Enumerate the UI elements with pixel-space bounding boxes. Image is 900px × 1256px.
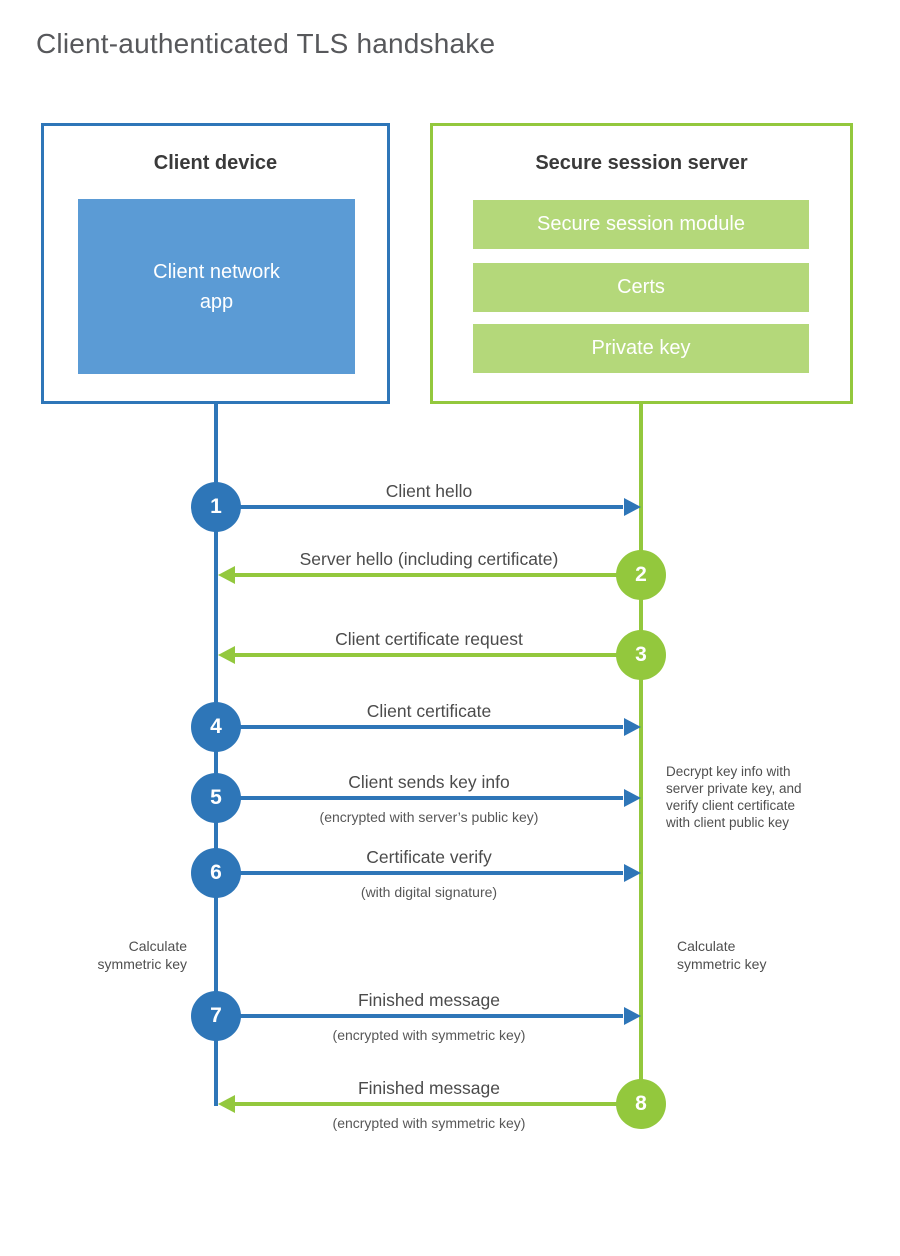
message-arrow-line (216, 725, 623, 729)
server-calculate-key-note: Calculate symmetric key (677, 938, 767, 972)
message-sublabel: (encrypted with symmetric key) (332, 1027, 526, 1043)
arrowhead-icon (624, 718, 641, 736)
secure-session-module-bar: Secure session module (473, 200, 809, 249)
message-label: Client certificate (366, 701, 492, 721)
client-lifeline (214, 404, 218, 1106)
message-sublabel: (with digital signature) (360, 884, 498, 900)
step-circle: 3 (616, 630, 666, 680)
message-arrow-line (216, 505, 623, 509)
message-arrow-line (216, 1014, 623, 1018)
step-circle: 1 (191, 482, 241, 532)
server-lifeline (639, 404, 643, 1104)
arrowhead-icon (624, 864, 641, 882)
message-sublabel: (encrypted with symmetric key) (332, 1115, 526, 1131)
message-arrow-line (216, 796, 623, 800)
arrowhead-icon (624, 498, 641, 516)
client-calculate-key-note: Calculate symmetric key (97, 938, 187, 972)
message-arrow-line (216, 871, 623, 875)
step-circle: 6 (191, 848, 241, 898)
message-label: Client sends key info (348, 772, 510, 792)
step-circle: 5 (191, 773, 241, 823)
certs-bar: Certs (473, 263, 809, 312)
client-network-app-module: Client network app (78, 199, 355, 374)
message-sublabel: (encrypted with server’s public key) (319, 809, 539, 825)
secure-session-server-title: Secure session server (535, 152, 748, 174)
arrowhead-icon (624, 789, 641, 807)
arrowhead-icon (218, 566, 235, 584)
message-arrow-line (234, 573, 641, 577)
arrowhead-icon (624, 1007, 641, 1025)
page-title: Client-authenticated TLS handshake (36, 28, 496, 59)
message-label: Server hello (including certificate) (299, 549, 559, 569)
arrowhead-icon (218, 1095, 235, 1113)
step-circle: 4 (191, 702, 241, 752)
message-label: Finished message (357, 1078, 501, 1098)
client-device-title: Client device (153, 152, 278, 174)
arrowhead-icon (218, 646, 235, 664)
step-circle: 2 (616, 550, 666, 600)
secure-session-server-box: Secure session server Secure session mod… (430, 123, 853, 404)
decrypt-note: Decrypt key info with server private key… (666, 764, 802, 830)
private-key-bar: Private key (473, 324, 809, 373)
step-circle: 7 (191, 991, 241, 1041)
message-arrow-line (234, 1102, 641, 1106)
message-arrow-line (234, 653, 641, 657)
message-label: Finished message (357, 990, 501, 1010)
message-label: Certificate verify (366, 847, 492, 867)
step-circle: 8 (616, 1079, 666, 1129)
client-device-box: Client device Client network app (41, 123, 390, 404)
message-label: Client certificate request (335, 629, 523, 649)
message-label: Client hello (385, 481, 473, 501)
